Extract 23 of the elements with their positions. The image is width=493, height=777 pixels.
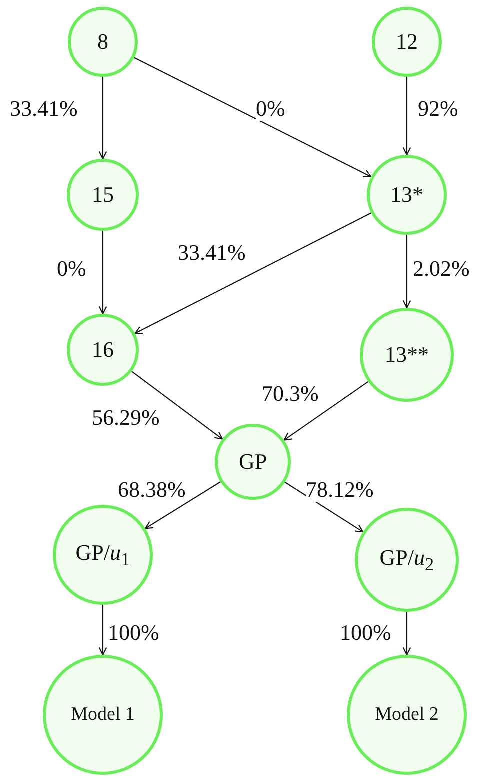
node-label: 15: [92, 182, 114, 208]
node-label: 12: [396, 29, 418, 55]
arrow: [284, 381, 369, 441]
arrow: [402, 612, 412, 656]
node-label: Model 1: [71, 704, 135, 726]
arrow: [132, 371, 224, 440]
arrow: [134, 212, 372, 334]
node-label: 8: [98, 29, 108, 55]
node-label: GP: [238, 449, 268, 475]
node-label: GP/u$_{1}$: [76, 540, 130, 570]
arrow: [134, 57, 372, 178]
node-label: 16: [92, 337, 114, 363]
arrow: [402, 77, 412, 156]
arrow: [402, 235, 412, 309]
arrow: [98, 605, 108, 656]
node-label: Model 2: [375, 704, 439, 726]
arrow: [284, 482, 364, 533]
node-label: GP/u$_{2}$: [380, 544, 434, 576]
arrow: [98, 77, 108, 160]
arrow: [98, 231, 108, 315]
node-label: 13**: [385, 342, 429, 368]
node-label: 13*: [390, 182, 424, 208]
arrow: [144, 482, 221, 530]
